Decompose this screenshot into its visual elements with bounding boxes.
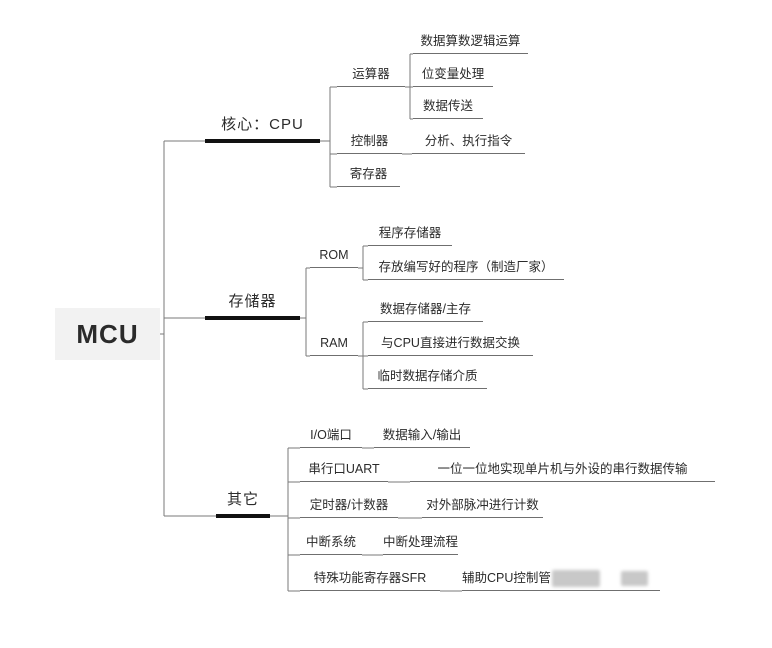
leaf-timer-desc: 对外部脉冲进行计数 bbox=[422, 494, 543, 518]
node-alu: 运算器 bbox=[337, 63, 405, 87]
leaf-uart-desc: 一位一位地实现单片机与外设的串行数据传输 bbox=[410, 458, 715, 482]
branch-cpu: 核心：CPU bbox=[205, 113, 320, 143]
node-controller: 控制器 bbox=[337, 130, 402, 154]
leaf-alu-bit: 位变量处理 bbox=[413, 63, 493, 87]
node-mcu: MCU bbox=[55, 308, 160, 360]
leaf-controller-desc: 分析、执行指令 bbox=[412, 130, 525, 154]
node-io-port: I/O端口 bbox=[300, 424, 362, 448]
leaf-interrupt-desc: 中断处理流程 bbox=[383, 531, 458, 555]
leaf-io-desc: 数据输入/输出 bbox=[374, 424, 470, 448]
leaf-rom-factory: 存放编写好的程序（制造厂家） bbox=[368, 256, 564, 280]
leaf-ram-temp: 临时数据存储介质 bbox=[368, 365, 487, 389]
redaction-blur bbox=[552, 570, 600, 587]
leaf-rom-program: 程序存储器 bbox=[368, 222, 452, 246]
leaf-ram-main: 数据存储器/主存 bbox=[368, 298, 483, 322]
node-ram: RAM bbox=[310, 332, 358, 356]
leaf-alu-logic: 数据算数逻辑运算 bbox=[413, 30, 528, 54]
node-rom: ROM bbox=[310, 244, 358, 268]
node-register: 寄存器 bbox=[337, 163, 400, 187]
node-timer: 定时器/计数器 bbox=[300, 494, 398, 518]
node-interrupt: 中断系统 bbox=[300, 531, 362, 555]
redaction-blur bbox=[621, 571, 648, 586]
branch-memory: 存储器 bbox=[205, 290, 300, 320]
leaf-sfr-desc: 辅助CPU控制管 bbox=[462, 567, 660, 591]
branch-other: 其它 bbox=[216, 488, 270, 518]
leaf-alu-transfer: 数据传送 bbox=[413, 95, 483, 119]
leaf-ram-exchange: 与CPU直接进行数据交换 bbox=[368, 332, 533, 356]
node-sfr: 特殊功能寄存器SFR bbox=[300, 567, 440, 591]
node-uart: 串行口UART bbox=[300, 458, 388, 482]
